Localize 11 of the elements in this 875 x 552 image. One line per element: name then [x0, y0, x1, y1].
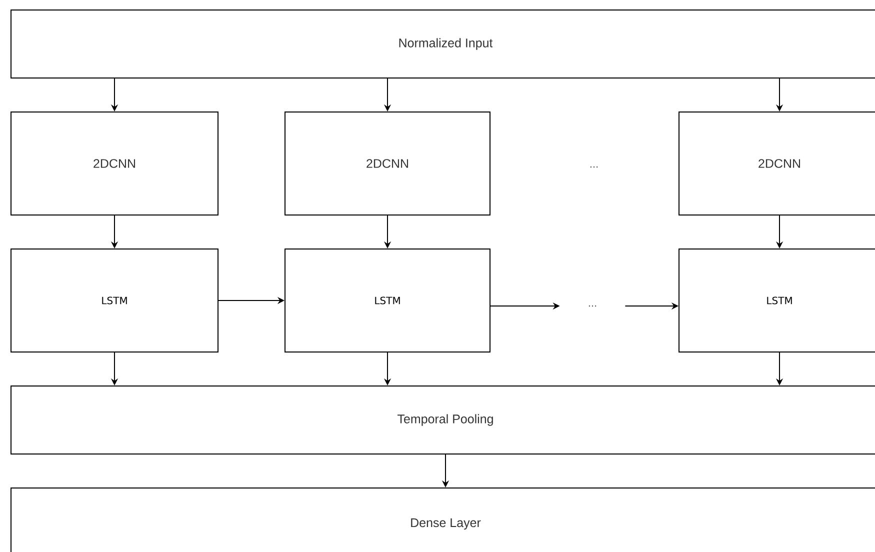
cnn-box: 2DCNN — [678, 112, 875, 216]
cnn-box: 2DCNN — [10, 112, 218, 216]
layer-box: Normalized Input — [10, 10, 875, 78]
cnn-box: 2DCNN — [284, 112, 490, 216]
ellipsis-text: ... — [590, 166, 598, 168]
lstm-box: LSTM — [678, 248, 875, 352]
ellipsis-text: ... — [588, 305, 596, 307]
lstm-box: LSTM — [10, 248, 218, 352]
lstm-box: LSTM — [284, 248, 490, 352]
layer-box: Temporal Pooling — [10, 386, 875, 454]
layer-box: Dense Layer — [10, 488, 875, 552]
